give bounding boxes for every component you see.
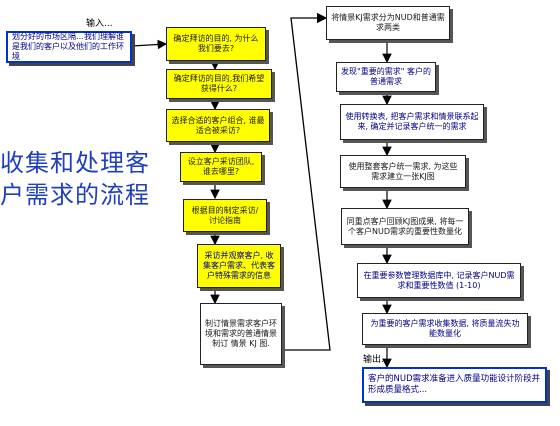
step-build-kj-diagram: 使用整套客户统一需求, 为这些需求建立一张KJ图 xyxy=(340,155,466,188)
step-interview-observe: 采访并观察客户, 收集客户需求、代表客户特殊需求的信息 xyxy=(197,244,281,288)
step-define-visit-purpose: 确定拜访的目的, 为什么我们要去? xyxy=(166,27,266,61)
step-define-visit-goal: 确定拜访的目的,我们希望获得什么? xyxy=(166,69,272,99)
step-scenario-kj-diagram: 制订情景需求客户环境和需求的普通情景 制订 情景 KJ 图. xyxy=(200,303,282,365)
step-record-nud-importance: 在重要参数管理数据库中, 记录客户NUD需求和重要性数值 (1-10) xyxy=(357,263,521,298)
input-box: 划分好的市场区隔…我们理解谁是我们的客户以及他们的工作环境 xyxy=(6,31,132,63)
step-split-nud-common: 将情景KJ需求分为NUD和普通需求两类 xyxy=(326,6,450,40)
step-collect-data-quantify: 为重要的客户需求收集数据, 将质量流失功能数量化 xyxy=(362,313,528,345)
output-box: 客户的NUD需求准备进入质量功能设计阶段并形成质量格式... xyxy=(362,367,547,403)
title-line-1: 收集和处理客 xyxy=(0,149,150,177)
title-line-2: 户需求的流程 xyxy=(0,181,150,209)
step-review-kj-results: 同重点客户回顾KJ图成果, 将每一个客户NUD需求的重要性数量化 xyxy=(341,208,469,245)
step-setup-interview-team: 设立客户采访团队, 谁去哪里? xyxy=(180,152,262,182)
output-label: 输出... xyxy=(363,355,390,365)
step-create-interview-guide: 根据目的制定采访/讨论指南 xyxy=(183,199,267,232)
input-label: 输入... xyxy=(86,19,113,29)
step-use-conversion-table: 使用转换表, 把客户需求和情景联系起来, 确定并记录客户统一的需求 xyxy=(340,104,484,140)
step-select-customer-mix: 选择合适的客户组合, 谁最适合被采访? xyxy=(166,109,270,142)
step-find-important-needs: 发现"重要的需求" 客户的普通需求 xyxy=(336,62,436,92)
diagram-title: 收集和处理客 户需求的流程 xyxy=(0,147,150,211)
